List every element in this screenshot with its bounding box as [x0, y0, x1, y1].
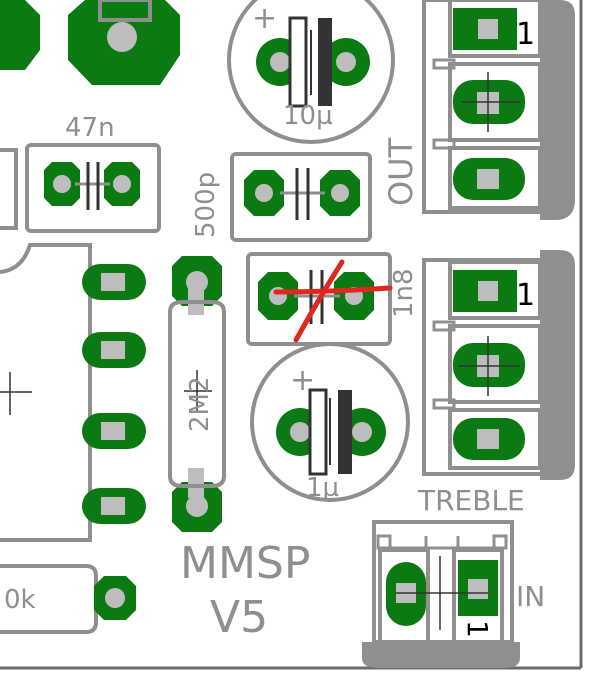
label-res-partial: 0k [4, 585, 36, 615]
pad-top-left-1 [0, 0, 40, 70]
connector-treble [422, 250, 575, 480]
cap-1u [276, 388, 386, 476]
label-out: OUT [382, 137, 420, 206]
silk-cap-500p [230, 152, 372, 242]
res-2m2 [168, 256, 226, 532]
silk-cap-1u [250, 342, 410, 502]
label-500p: 500p [191, 172, 221, 238]
in-pin1-marker: 1 [461, 620, 494, 638]
out-pin1-marker: 1 [516, 17, 535, 52]
cap-1n8 [258, 270, 374, 324]
treble-pin1-marker: 1 [516, 278, 535, 313]
pad-top-left-2 [68, 0, 180, 85]
silk-cap-10u [227, 0, 395, 144]
label-in: IN [516, 580, 545, 613]
pad-res-partial [94, 576, 136, 620]
board-name: MMSP [180, 538, 310, 589]
connector-out [422, 0, 575, 220]
markup-red-x [273, 259, 393, 343]
label-treble: TREBLE [417, 484, 525, 517]
connector-in [362, 520, 520, 668]
silk-cap-47n [25, 143, 161, 233]
silk-top-left-outline [98, 0, 152, 22]
label-2m2: 2M2 [185, 376, 215, 432]
silk-ic [0, 243, 92, 542]
label-47n: 47n [65, 113, 115, 143]
cap-47n [44, 162, 140, 210]
label-1u: 1µ [306, 473, 339, 503]
cap-10u-polarity: + [252, 1, 277, 36]
cap-10u [256, 16, 370, 108]
label-10u: 10µ [283, 101, 333, 131]
label-1n8: 1n8 [389, 268, 419, 318]
cap-500p [244, 168, 360, 220]
silk-left-partial [0, 148, 18, 230]
ic-pads [82, 264, 146, 524]
board-version: V5 [210, 592, 268, 643]
